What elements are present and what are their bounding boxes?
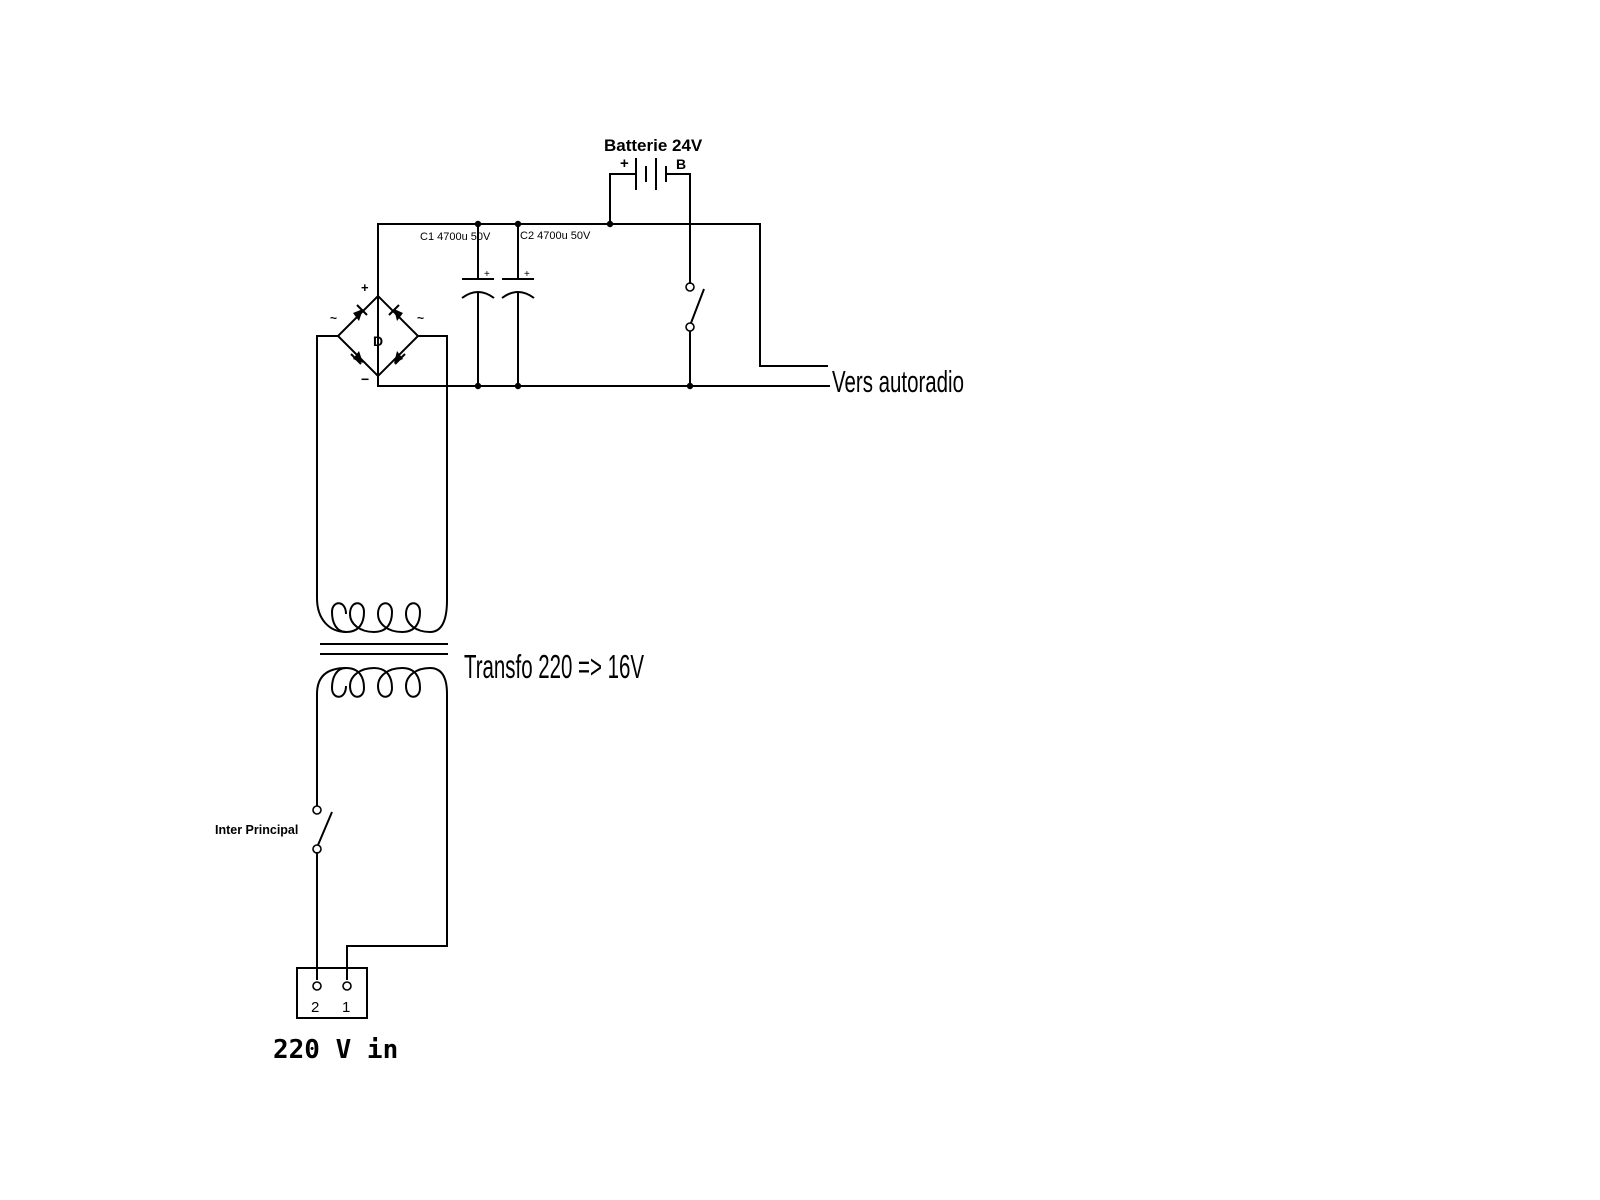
transformer-label: Transfo 220 => 16V [464,648,644,685]
c2-plus-mark: + [524,269,530,280]
bridge-ac-left-mark: ~ [330,311,337,325]
junction-dots [474,220,694,390]
output-label: Vers autoradio [832,364,964,399]
mains-terminal-block: 2 1 [296,967,368,1019]
mains-input-label: 220 V in [273,1035,398,1065]
main-switch-label: Inter Principal [215,823,298,837]
battery-switch [685,282,705,386]
c1-label: C1 4700u 50V [420,231,491,243]
battery-b-mark: B [676,156,686,172]
negative-rail [377,376,830,387]
bridge-name: D [373,333,383,349]
terminal-2-label: 2 [311,999,319,1016]
battery-24v: Batterie 24V + B [604,136,703,284]
transformer: Transfo 220 => 16V [316,597,644,698]
primary-wiring [316,694,448,980]
capacitor-c2: + C2 4700u 50V [501,224,591,386]
capacitor-c1: + C1 4700u 50V [420,224,495,386]
battery-label: Batterie 24V [604,136,703,155]
terminal-1-label: 1 [342,999,350,1016]
battery-plus-mark: + [620,155,629,172]
secondary-wiring [316,335,448,600]
bridge-ac-right-mark: ~ [417,311,424,325]
main-switch: Inter Principal [215,805,333,854]
positive-rail [377,223,828,382]
bridge-rectifier: D + − ~ ~ [330,280,424,387]
bridge-plus-mark: + [361,280,369,295]
c1-plus-mark: + [484,269,490,280]
c2-label: C2 4700u 50V [520,230,591,242]
bridge-minus-mark: − [361,371,369,387]
